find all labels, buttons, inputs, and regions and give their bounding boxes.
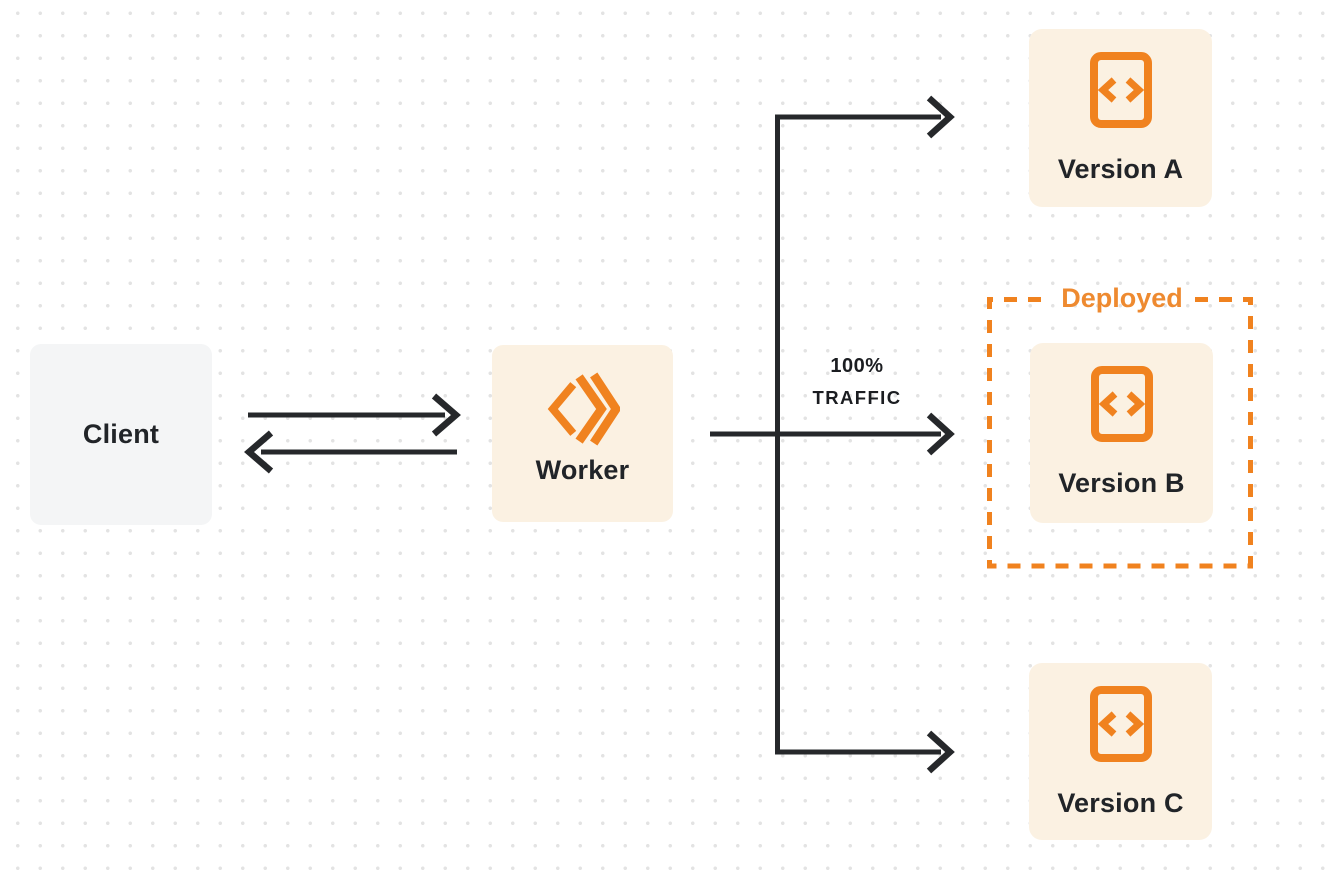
client-label: Client	[82, 419, 160, 449]
code-file-icon	[1089, 52, 1152, 128]
code-file-icon	[1090, 366, 1153, 442]
code-file-icon	[1089, 686, 1152, 762]
traffic-word: TRAFFIC	[812, 387, 902, 408]
arrowhead-left-icon	[244, 430, 274, 474]
node-version-c: Version C	[1029, 663, 1212, 840]
node-client: Client	[30, 344, 212, 525]
arrowhead-right-icon	[926, 412, 955, 456]
traffic-label: 100% TRAFFIC	[787, 351, 927, 413]
branch-trunk	[775, 114, 941, 755]
node-worker: Worker	[492, 345, 673, 522]
version-a-label: Version A	[1057, 154, 1184, 184]
version-b-label: Version B	[1058, 468, 1185, 498]
arrowhead-right-icon	[431, 393, 461, 437]
workers-double-chevron-icon	[547, 372, 620, 446]
worker-label: Worker	[535, 455, 630, 485]
node-version-b: Version B	[1030, 343, 1213, 523]
arrowhead-right-icon	[926, 730, 955, 774]
version-c-label: Version C	[1057, 788, 1184, 818]
arrowhead-right-icon	[926, 95, 955, 139]
deployed-label: Deployed	[1061, 283, 1183, 313]
traffic-percent: 100%	[830, 355, 884, 377]
node-version-a: Version A	[1029, 29, 1212, 207]
